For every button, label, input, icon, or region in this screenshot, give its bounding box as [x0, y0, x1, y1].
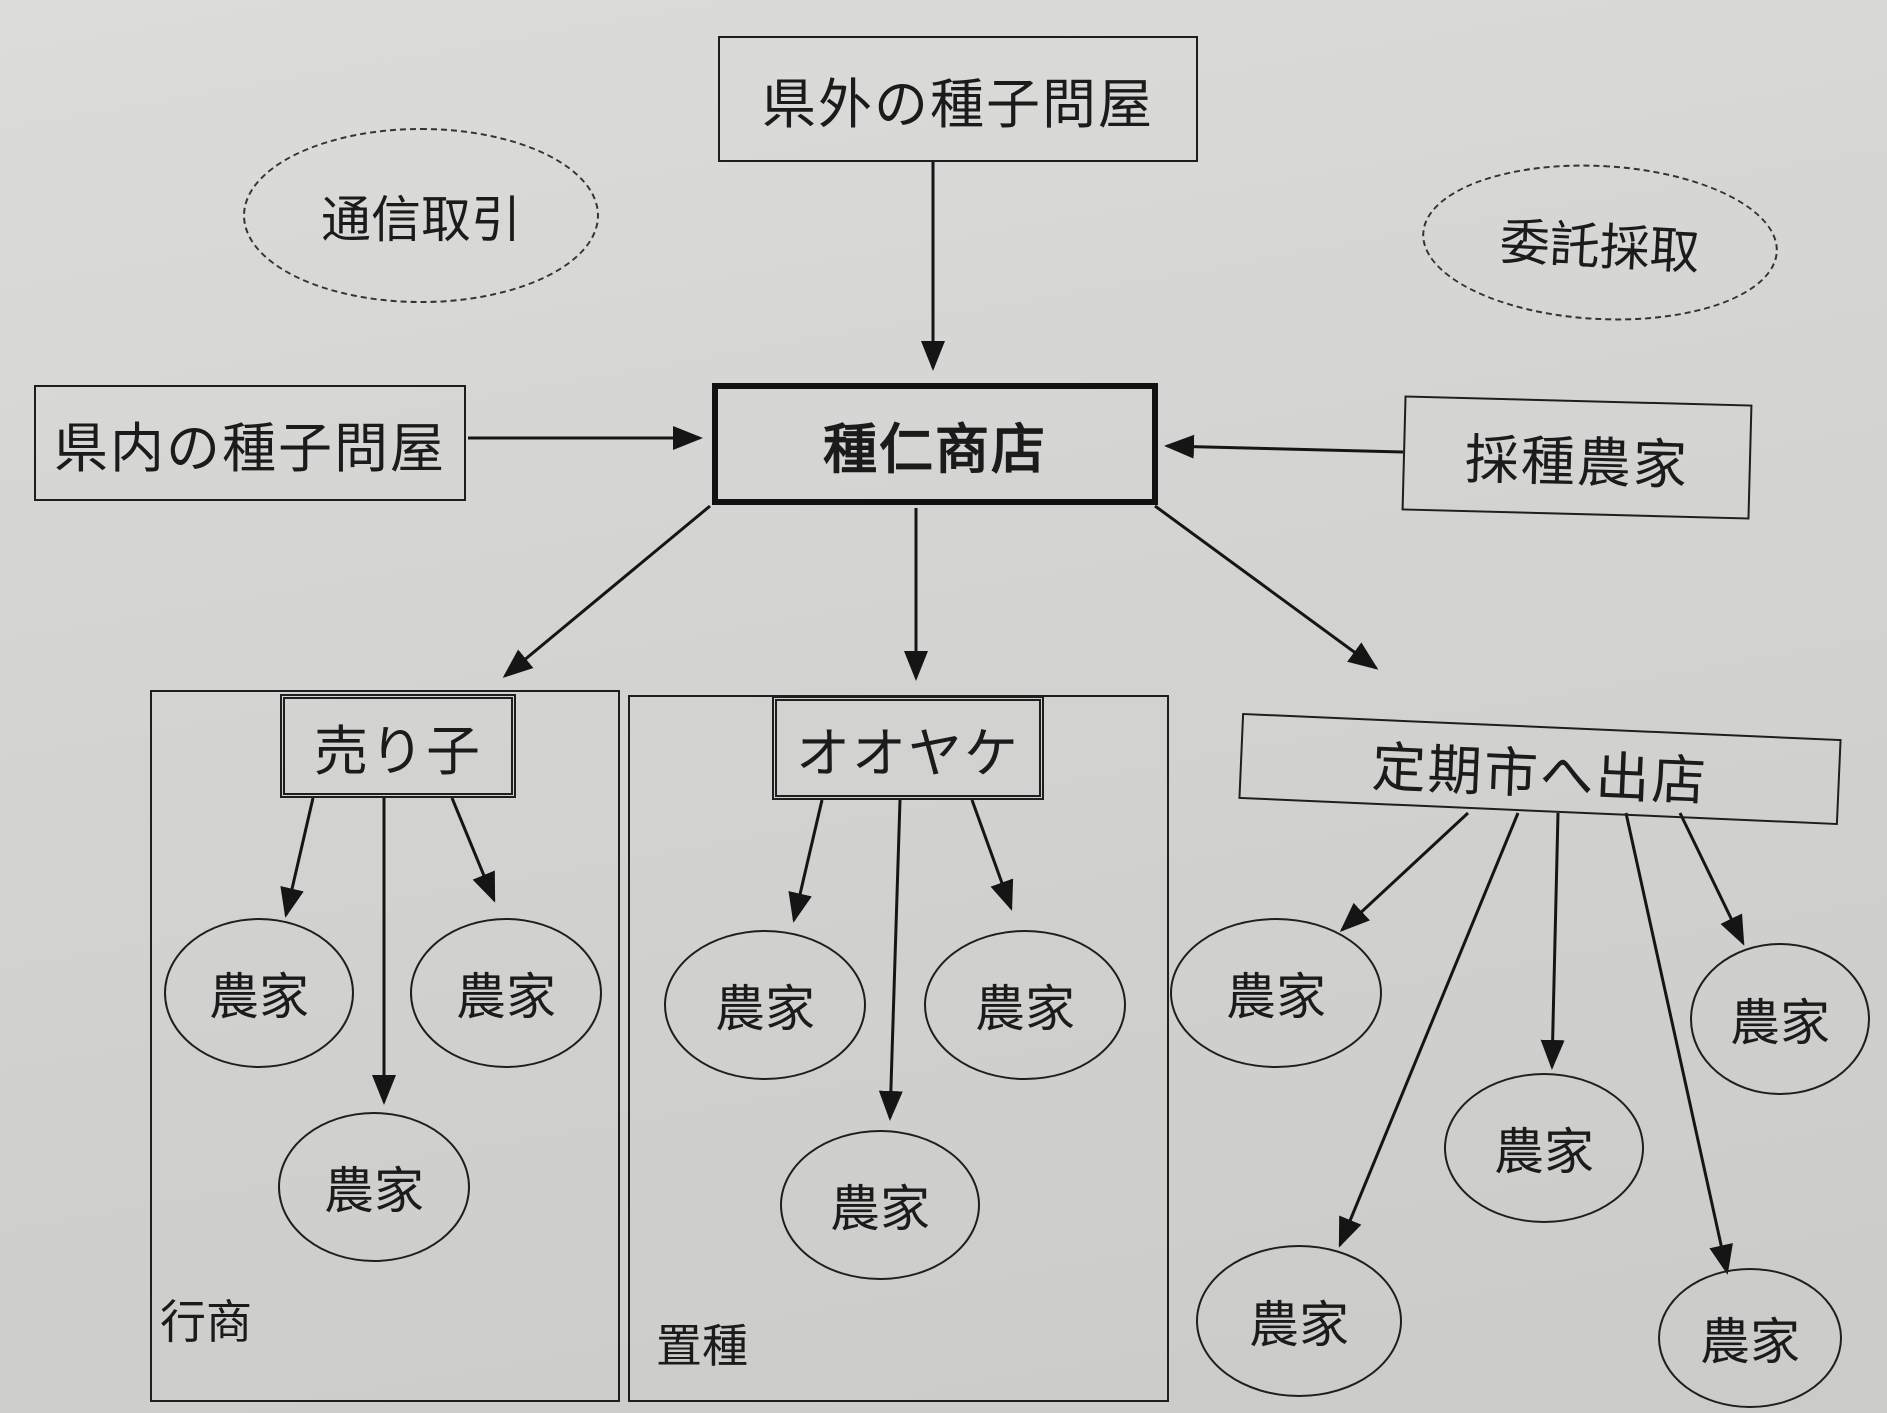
arrow-market-farmer-3 [1540, 812, 1565, 1070]
outside-wholesaler-box: 県外の種子問屋 [718, 36, 1198, 162]
arrow-market-farmer-2 [1338, 812, 1520, 1248]
inside-wholesaler-box: 県内の種子問屋 [34, 385, 466, 501]
mail-order-oval: 通信取引 [243, 128, 599, 303]
arrow-farmers-to-shop [1164, 434, 1404, 459]
arrow-market-farmer-1 [1339, 811, 1470, 933]
arrow-shop-to-peddler [502, 504, 711, 678]
okidane-label: 置種 [656, 1319, 748, 1373]
farmer-oval: 農家 [780, 1130, 980, 1280]
farmer-oval: 農家 [1444, 1073, 1644, 1223]
arrow-ooyake-farmer-1 [788, 799, 824, 923]
shop-box: 種仁商店 [712, 383, 1158, 505]
farmer-oval: 農家 [1170, 918, 1382, 1068]
farmer-oval: 農家 [1658, 1268, 1842, 1408]
arrow-peddler-farmer-1 [280, 797, 315, 918]
ooyake-box: オオヤケ [772, 696, 1044, 800]
farmer-oval: 農家 [410, 918, 602, 1068]
arrow-market-farmer-5 [1678, 812, 1745, 946]
farmer-oval: 農家 [924, 930, 1126, 1080]
arrow-ooyake-farmer-2 [878, 799, 903, 1121]
arrow-shop-to-market [1154, 504, 1379, 670]
arrow-market-farmer-4 [1624, 812, 1733, 1275]
farmer-oval: 農家 [664, 930, 866, 1080]
arrow-peddler-farmer-3 [450, 797, 496, 903]
farmer-oval: 農家 [1690, 943, 1870, 1095]
gyosho-region [150, 690, 620, 1402]
farmer-oval: 農家 [278, 1112, 470, 1262]
peddler-box: 売り子 [280, 694, 516, 798]
farmer-oval: 農家 [1196, 1245, 1402, 1397]
gyosho-label: 行商 [160, 1295, 252, 1349]
seed-farmers-box: 採種農家 [1401, 395, 1753, 520]
arrow-ooyake-farmer-3 [970, 799, 1014, 911]
farmer-oval: 農家 [164, 918, 354, 1068]
